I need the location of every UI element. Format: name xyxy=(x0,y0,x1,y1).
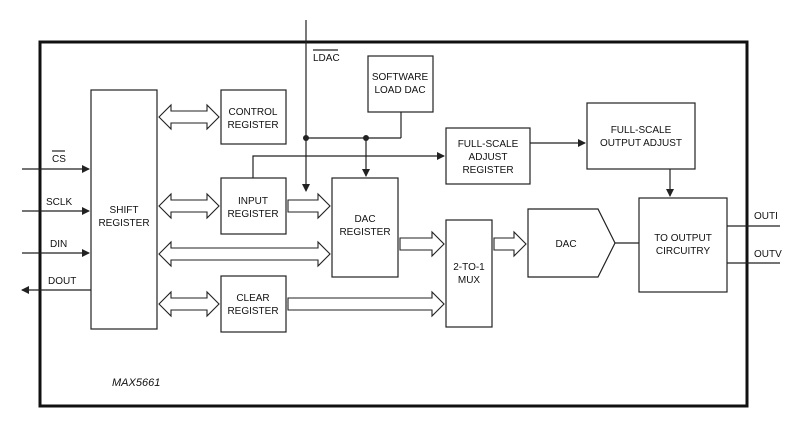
ldac-pin-label: LDAC xyxy=(313,53,340,64)
shift-register-block: SHIFT REGISTER xyxy=(90,89,158,330)
input-register-label-1: INPUT xyxy=(238,196,268,207)
dac-block: DAC xyxy=(527,208,616,278)
dac-register-label-1: DAC xyxy=(354,214,375,225)
mux-label-2: MUX xyxy=(458,275,481,286)
mux-block: 2-TO-1 MUX xyxy=(445,219,493,328)
outv-pin-label: OUTV xyxy=(754,249,782,260)
mux-label-1: 2-TO-1 xyxy=(453,262,485,273)
dac-register-block: DAC REGISTER xyxy=(331,177,399,278)
bus-shift-clear xyxy=(158,290,220,318)
chip-outline xyxy=(38,40,749,408)
fs-adjust-register-label-2: ADJUST xyxy=(469,152,508,163)
cs-pin-label: CS xyxy=(52,154,66,165)
control-register-label-1: CONTROL xyxy=(229,107,278,118)
dout-pin-label: DOUT xyxy=(48,276,76,287)
dac-register-label-2: REGISTER xyxy=(339,227,390,238)
to-output-circuitry-block: TO OUTPUT CIRCUITRY xyxy=(638,197,728,293)
fs-output-adjust-label-1: FULL-SCALE xyxy=(611,125,672,136)
dac-label: DAC xyxy=(555,239,576,250)
bus-shift-control xyxy=(158,103,220,131)
input-register-block: INPUT REGISTER xyxy=(220,177,287,235)
outi-pin-label: OUTI xyxy=(754,211,778,222)
input-to-fs-adjust xyxy=(252,152,445,178)
bus-input-dacreg xyxy=(287,192,331,220)
full-scale-output-adjust-block: FULL-SCALE OUTPUT ADJUST xyxy=(586,102,696,170)
clear-register-block: CLEAR REGISTER xyxy=(220,275,287,333)
bus-shift-dacreg xyxy=(158,240,331,268)
clear-register-label-2: REGISTER xyxy=(227,306,278,317)
software-load-dac-label-1: SOFTWARE xyxy=(372,72,429,83)
input-register-label-2: REGISTER xyxy=(227,209,278,220)
fs-output-adjust-label-2: OUTPUT ADJUST xyxy=(600,138,682,149)
software-load-dac-block: SOFTWARE LOAD DAC xyxy=(367,55,434,113)
shift-register-label-2: REGISTER xyxy=(98,218,149,229)
control-register-label-2: REGISTER xyxy=(227,120,278,131)
part-number-label: MAX5661 xyxy=(112,377,160,389)
to-output-circuitry-label-1: TO OUTPUT xyxy=(654,233,712,244)
junction-dot-right xyxy=(363,135,369,141)
full-scale-adjust-register-block: FULL-SCALE ADJUST REGISTER xyxy=(445,127,531,185)
shift-register-label-1: SHIFT xyxy=(110,205,139,216)
to-output-circuitry-label-2: CIRCUITRY xyxy=(656,246,711,257)
junction-dot-left xyxy=(303,135,309,141)
clear-register-label-1: CLEAR xyxy=(236,293,269,304)
bus-mux-dac xyxy=(493,230,527,258)
software-load-dac-label-2: LOAD DAC xyxy=(374,85,425,96)
sclk-pin-label: SCLK xyxy=(46,197,72,208)
bus-shift-input xyxy=(158,192,220,220)
bus-dacreg-mux xyxy=(399,230,445,258)
din-pin-label: DIN xyxy=(50,239,67,250)
bus-clear-mux xyxy=(287,290,445,318)
fs-adjust-register-label-1: FULL-SCALE xyxy=(458,139,519,150)
fs-adjust-register-label-3: REGISTER xyxy=(462,165,513,176)
control-register-block: CONTROL REGISTER xyxy=(220,89,287,145)
